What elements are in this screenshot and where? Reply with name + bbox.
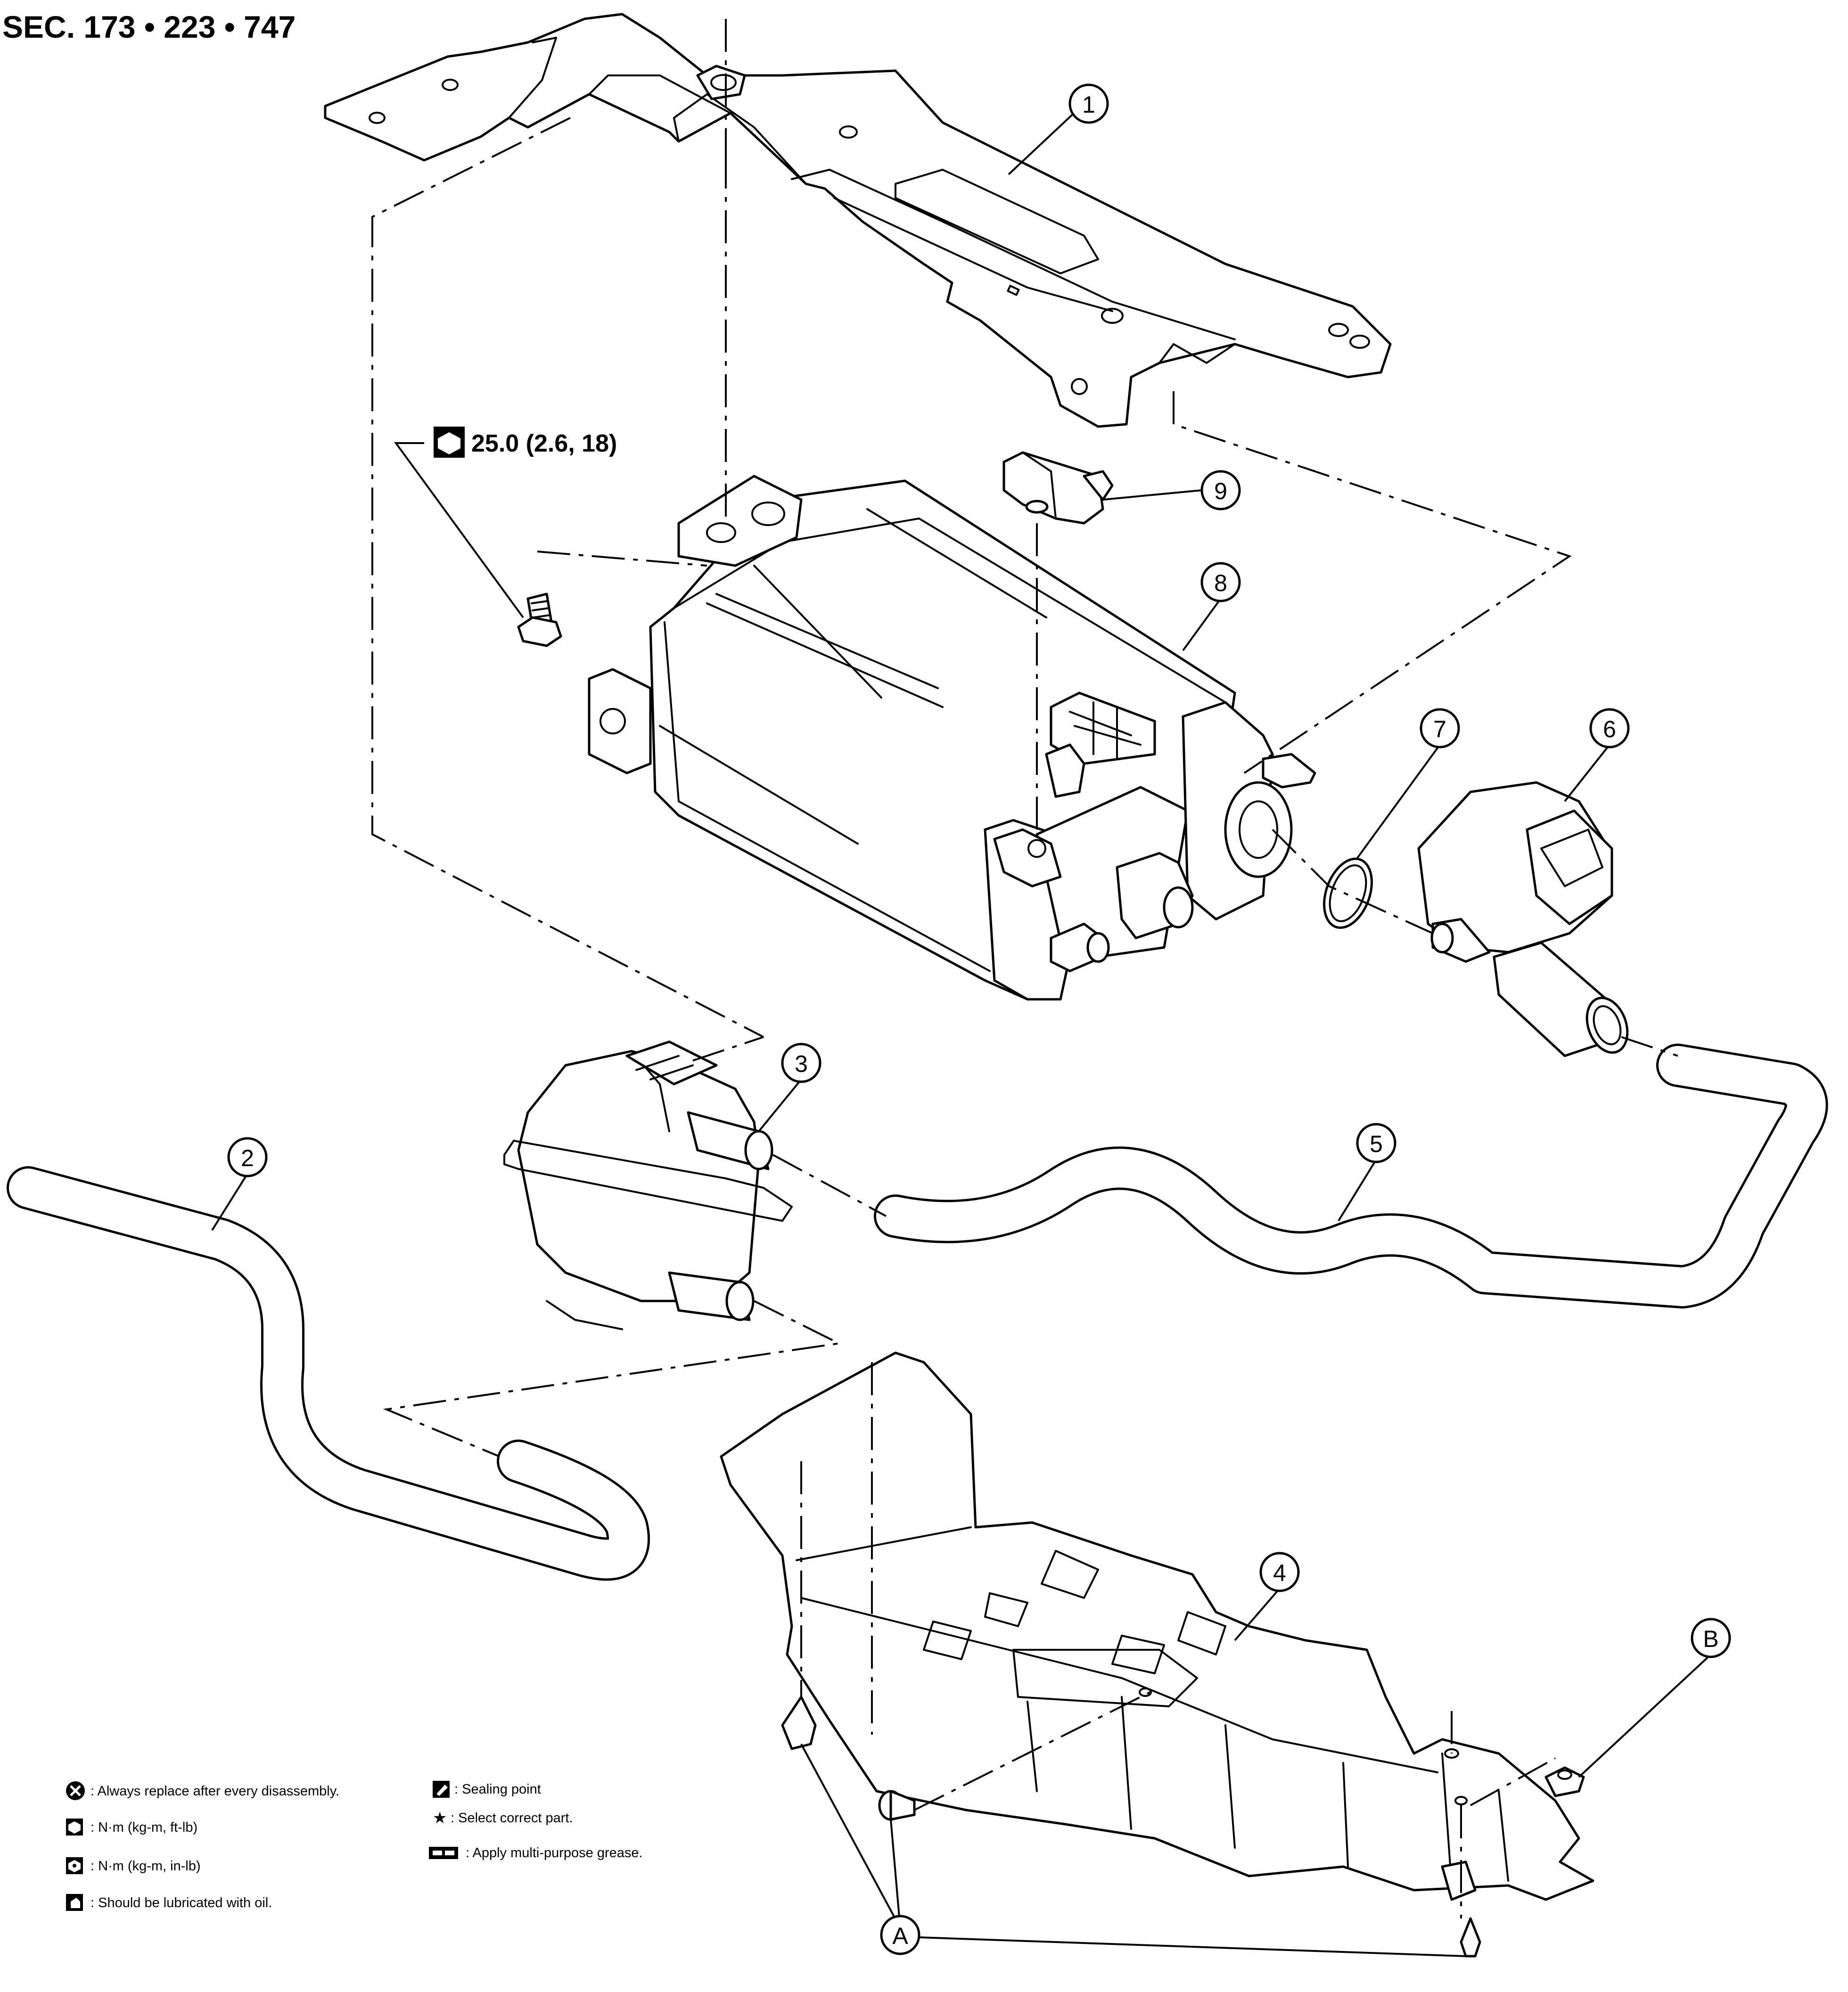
callout-1: 1 xyxy=(1008,83,1109,175)
legend-nm-in-lb: : N·m (kg-m, in-lb) xyxy=(66,1857,201,1874)
clip-a-left xyxy=(781,1696,817,1750)
svg-text:4: 4 xyxy=(1273,1560,1286,1586)
torque-spec: 25.0 (2.6, 18) xyxy=(394,427,617,618)
legend-select-part: ★ : Select correct part. xyxy=(433,1809,573,1827)
svg-text:8: 8 xyxy=(1214,570,1227,596)
callout-2: 2 xyxy=(211,1137,268,1231)
nut-b xyxy=(1544,1766,1585,1797)
part-3-drain-filter xyxy=(503,1040,793,1330)
callout-b: B xyxy=(1578,1618,1731,1778)
svg-text:1: 1 xyxy=(1082,91,1095,118)
svg-text:B: B xyxy=(1703,1626,1718,1652)
svg-text:2: 2 xyxy=(241,1145,254,1171)
section-title: SEC. 173 • 223 • 747 xyxy=(2,9,296,44)
legend-lubricate-oil: : Should be lubricated with oil. xyxy=(66,1894,272,1911)
legend-grease: : Apply multi-purpose grease. xyxy=(429,1845,643,1860)
part-9-sensor xyxy=(1002,451,1114,525)
clip-a-right xyxy=(1460,1917,1481,1958)
callout-4: 4 xyxy=(1234,1552,1300,1641)
svg-text:7: 7 xyxy=(1433,716,1446,742)
svg-text:5: 5 xyxy=(1370,1131,1383,1157)
star-icon: ★ xyxy=(433,1809,447,1827)
svg-text:: Sealing point: : Sealing point xyxy=(454,1782,541,1797)
part-7-o-ring xyxy=(1323,857,1373,929)
svg-text:: Always replace after every d: : Always replace after every disassembly… xyxy=(90,1784,339,1799)
svg-text:: N·m (kg-m, in-lb): : N·m (kg-m, in-lb) xyxy=(90,1859,201,1874)
part-8-canister xyxy=(588,475,1316,1001)
part-5-vent-hose xyxy=(874,1044,1828,1309)
part-2-drain-hose xyxy=(7,1166,650,1581)
part-1-bracket xyxy=(324,13,1392,428)
svg-text:: Select correct part.: : Select correct part. xyxy=(451,1811,573,1826)
callout-3: 3 xyxy=(758,1043,821,1132)
torque-value: 25.0 (2.6, 18) xyxy=(471,430,617,457)
callout-6: 6 xyxy=(1564,708,1630,802)
legend: : Always replace after every disassembly… xyxy=(66,1781,643,1911)
part-4-protector xyxy=(720,1351,1594,1901)
callout-a: A xyxy=(800,1744,1466,1957)
svg-text:3: 3 xyxy=(795,1051,808,1077)
svg-text:9: 9 xyxy=(1214,478,1227,504)
callout-8: 8 xyxy=(1182,562,1241,651)
torque-wrench-icon-nut xyxy=(438,432,460,454)
legend-sealing-point: : Sealing point xyxy=(433,1781,541,1798)
callout-5: 5 xyxy=(1338,1123,1396,1222)
clip-a-mid xyxy=(878,1790,916,1821)
part-6-vent-valve xyxy=(1417,781,1629,1057)
reference-lines xyxy=(371,19,1678,1918)
legend-always-replace: : Always replace after every disassembly… xyxy=(66,1781,339,1800)
callout-9: 9 xyxy=(1102,470,1241,510)
svg-text:: Apply multi-purpose grease.: : Apply multi-purpose grease. xyxy=(466,1845,643,1860)
svg-text:: N·m (kg-m, ft-lb): : N·m (kg-m, ft-lb) xyxy=(90,1820,197,1835)
svg-text:A: A xyxy=(892,1923,908,1949)
callout-7: 7 xyxy=(1356,708,1460,859)
legend-nm-ft-lb: : N·m (kg-m, ft-lb) xyxy=(66,1819,197,1836)
svg-text:: Should be lubricated with oi: : Should be lubricated with oil. xyxy=(90,1895,272,1910)
bolt xyxy=(517,593,562,647)
svg-text:6: 6 xyxy=(1603,716,1616,742)
